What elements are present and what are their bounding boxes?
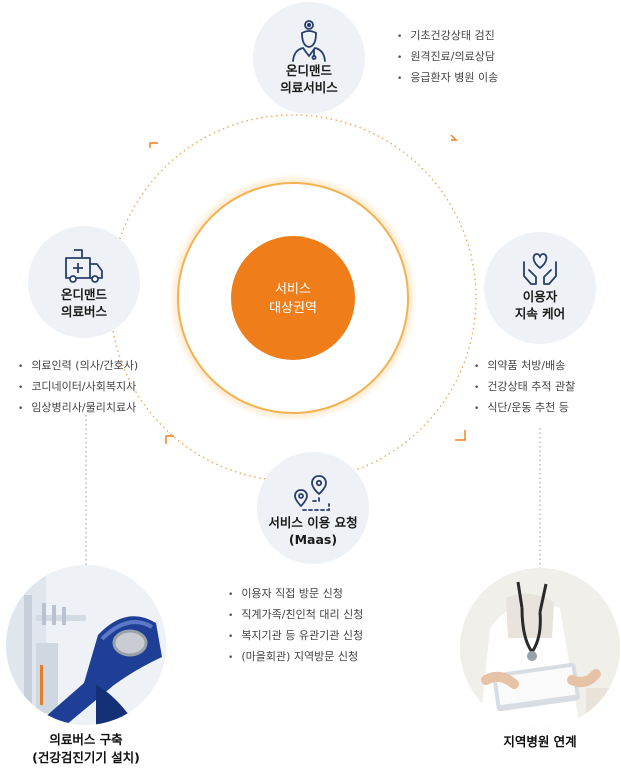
arrow-corner-topright [450, 134, 458, 141]
arrow-corner-bottomleft [165, 435, 174, 444]
center-circle: 서비스 대상권역 [231, 236, 355, 360]
node-ondemand-medical-service: 온디맨드 의료서비스 [253, 2, 365, 114]
arrow-corner-bottomright [455, 430, 466, 441]
list-item: 의료인력 (의사/간호사) [18, 356, 138, 377]
caption-right-line1: 지역병원 연계 [503, 734, 577, 749]
list-item: 건강상태 추적 관찰 [474, 377, 575, 398]
node-right-line1: 이용자 [522, 289, 558, 304]
list-top: 기초건강상태 검진 원격진료/의료상담 응급환자 병원 이송 [397, 26, 498, 89]
caption-left-line1: 의료버스 구축 [49, 732, 123, 747]
list-item: 임상병리사/물리치료사 [18, 398, 138, 419]
list-item: 원격진료/의료상담 [397, 47, 498, 68]
list-item: 이용자 직접 방문 신청 [228, 584, 363, 605]
caption-medical-bus: 의료버스 구축 (건강검진기기 설치) [6, 731, 166, 767]
node-right-line2: 지속 케어 [514, 306, 566, 321]
hands-heart-icon [523, 253, 557, 285]
ambulance-icon [65, 249, 103, 283]
arrow-corner-topleft [149, 142, 158, 148]
list-item: (마을회관) 지역방문 신청 [228, 647, 363, 668]
route-pins-icon [294, 475, 330, 511]
node-left-line1: 온디맨드 [60, 287, 107, 302]
center-line1: 서비스 [275, 282, 311, 297]
list-item: 코디네이터/사회복지사 [18, 377, 138, 398]
node-user-continuous-care: 이용자 지속 케어 [484, 232, 596, 344]
photo-doctor-regional-hospital [460, 568, 620, 728]
node-bottom-line1: 서비스 이용 요청 [268, 515, 358, 530]
node-bottom-line2: (Maas) [288, 532, 338, 547]
caption-regional-hospital: 지역병원 연계 [460, 733, 620, 751]
list-item: 의약품 처방/배송 [474, 356, 575, 377]
center-line2: 대상권역 [269, 301, 317, 316]
list-item: 식단/운동 추천 등 [474, 398, 575, 419]
caption-left-line2: (건강검진기기 설치) [32, 750, 140, 765]
photo-medical-bus-chair [6, 565, 166, 725]
node-service-request: 서비스 이용 요청 (Maas) [257, 452, 369, 564]
outer-dotted-ring [109, 114, 477, 482]
node-top-line1: 온디맨드 [285, 63, 332, 78]
node-ondemand-medical-bus: 온디맨드 의료버스 [28, 226, 140, 338]
list-item: 기초건강상태 검진 [397, 26, 498, 47]
node-top-line2: 의료서비스 [280, 80, 338, 95]
list-item: 복지기관 등 유관기관 신청 [228, 626, 363, 647]
list-bottom: 이용자 직접 방문 신청 직계가족/친인척 대리 신청 복지기관 등 유관기관 … [228, 584, 363, 668]
doctor-icon [292, 20, 326, 62]
list-right: 의약품 처방/배송 건강상태 추적 관찰 식단/운동 추천 등 [474, 356, 575, 419]
node-left-line2: 의료버스 [60, 304, 107, 319]
list-left: 의료인력 (의사/간호사) 코디네이터/사회복지사 임상병리사/물리치료사 [18, 356, 138, 419]
list-item: 직계가족/친인척 대리 신청 [228, 605, 363, 626]
list-item: 응급환자 병원 이송 [397, 68, 498, 89]
